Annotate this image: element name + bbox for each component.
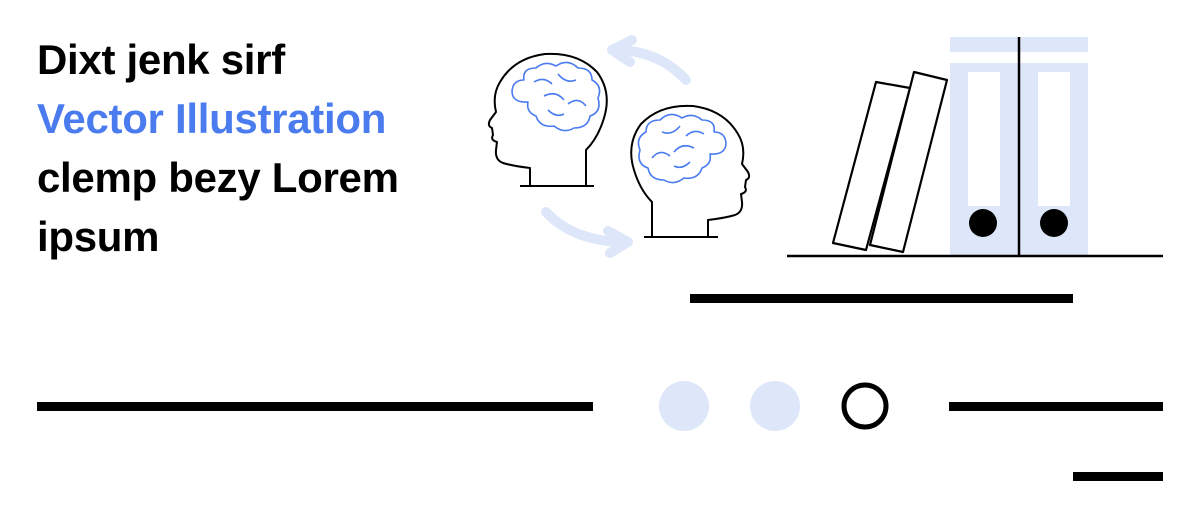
- divider-bar-left: [37, 402, 593, 411]
- headline-accent-line: Vector Illustration: [37, 95, 387, 142]
- pagination-dot-2[interactable]: [750, 381, 800, 431]
- arrow-bottom: [541, 207, 625, 247]
- divider-bar-bottom: [1073, 472, 1163, 481]
- binder-left-strip: [950, 52, 1018, 63]
- brain-head-icon: [487, 52, 608, 187]
- arrow-top-head: [607, 35, 637, 67]
- brain-right: [637, 113, 727, 184]
- head-left-outline: [487, 52, 608, 186]
- binder-right-strip: [1020, 52, 1088, 63]
- cycle-arrows-icon: [541, 35, 691, 258]
- headline-line-4: ipsum: [37, 213, 160, 260]
- binder-right-ring: [1040, 209, 1068, 237]
- brain-head-icon-2: [630, 104, 751, 238]
- pagination-dots: [659, 381, 889, 431]
- arrow-bottom-head: [603, 226, 633, 258]
- binder-left-ring: [969, 209, 997, 237]
- divider-bar-middle: [690, 294, 1073, 303]
- head-right-outline: [630, 104, 751, 237]
- binder-right-label: [1038, 72, 1070, 206]
- headline-line-1: Dixt jenk sirf: [37, 36, 285, 83]
- pagination-dot-1[interactable]: [659, 381, 709, 431]
- divider-bar-right: [949, 402, 1163, 411]
- binder-left-label: [968, 72, 1000, 206]
- headline: Dixt jenk sirf Vector Illustration clemp…: [37, 30, 467, 266]
- book-icon-front: [868, 70, 949, 254]
- pagination-dot-active[interactable]: [841, 382, 889, 430]
- book-icon-back: [831, 80, 912, 252]
- arrow-top: [615, 45, 691, 85]
- brain-left: [511, 61, 601, 132]
- shelf-group: [787, 37, 1163, 258]
- headline-line-3: clemp bezy Lorem: [37, 154, 399, 201]
